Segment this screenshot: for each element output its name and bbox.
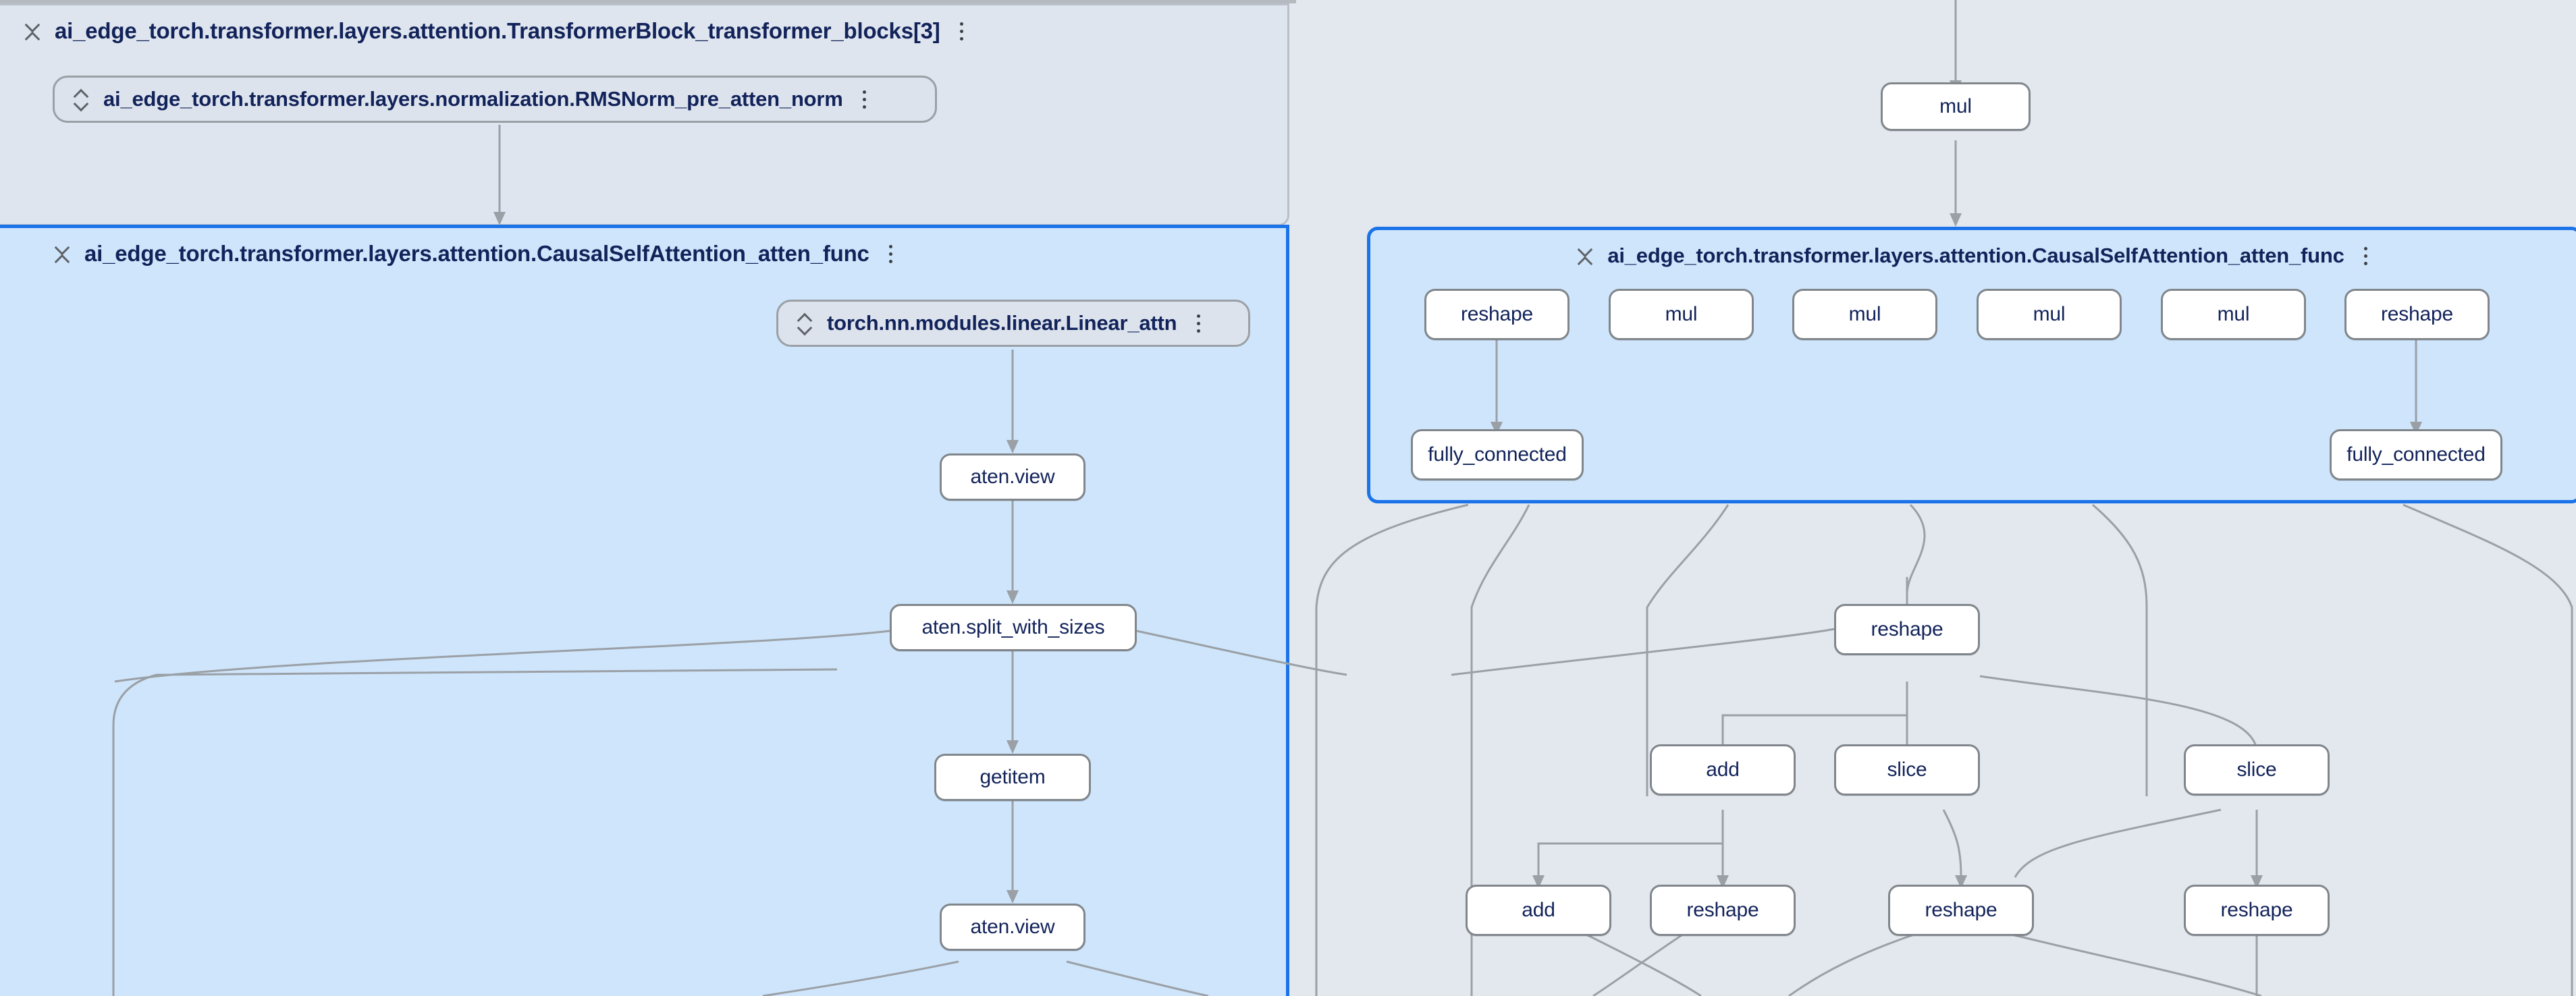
node-slice-2[interactable]: slice [2184,744,2330,796]
node-label: add [1522,899,1555,921]
node-label: reshape [2380,303,2453,325]
node-reshape-b[interactable]: reshape [2344,289,2490,340]
node-mul-top[interactable]: mul [1881,82,2031,131]
node-reshape-3[interactable]: reshape [2184,885,2330,936]
node-label: fully_connected [2346,443,2486,466]
node-fully-connected-left[interactable]: fully_connected [1411,429,1584,480]
node-label: slice [1887,758,1927,781]
node-label: aten.split_with_sizes [921,616,1105,638]
group-transformer-block-header[interactable]: ai_edge_torch.transformer.layers.attenti… [0,5,1287,57]
node-label: reshape [1871,618,1943,640]
chevron-collapse-icon[interactable] [21,17,44,45]
node-label: slice [2236,758,2277,781]
node-label: mul [2217,303,2250,325]
node-reshape-a[interactable]: reshape [1424,289,1569,340]
more-vert-icon[interactable] [855,86,874,113]
chevron-expand-icon[interactable] [70,85,92,113]
layer-linear-attn-label: torch.nn.modules.linear.Linear_attn [827,311,1177,335]
node-label: add [1706,758,1740,781]
node-label: reshape [1925,899,1997,921]
more-vert-icon[interactable] [882,240,901,267]
node-label: mul [1939,95,1972,117]
node-label: aten.view [970,916,1055,938]
node-add-2[interactable]: add [1466,885,1611,936]
group-transformer-block-title: ai_edge_torch.transformer.layers.attenti… [55,18,940,43]
node-label: reshape [1686,899,1759,921]
node-mul-4[interactable]: mul [2161,289,2306,340]
node-label: mul [1665,303,1698,325]
node-label: reshape [1460,303,1533,325]
node-label: aten.view [970,466,1055,488]
layer-linear-attn[interactable]: torch.nn.modules.linear.Linear_attn [776,300,1250,347]
more-vert-icon[interactable] [1189,310,1208,337]
node-reshape-2[interactable]: reshape [1888,885,2034,936]
group-causal-self-attention-right-header[interactable]: ai_edge_torch.transformer.layers.attenti… [1370,230,2576,281]
group-causal-self-attention-left-title: ai_edge_torch.transformer.layers.attenti… [84,241,869,266]
chevron-expand-icon[interactable] [793,309,816,337]
chevron-collapse-icon[interactable] [1574,242,1596,270]
node-reshape-mid[interactable]: reshape [1834,604,1980,655]
node-add-1[interactable]: add [1650,744,1796,796]
node-aten-view-2[interactable]: aten.view [940,904,1085,951]
chevron-collapse-icon[interactable] [51,240,74,268]
group-causal-self-attention-left-header[interactable]: ai_edge_torch.transformer.layers.attenti… [0,228,1286,279]
group-causal-self-attention-right-title: ai_edge_torch.transformer.layers.attenti… [1607,244,2344,267]
node-label: reshape [2220,899,2293,921]
more-vert-icon[interactable] [2357,242,2376,269]
node-label: getitem [980,766,1046,788]
more-vert-icon[interactable] [952,18,971,45]
node-label: mul [2033,303,2066,325]
node-mul-1[interactable]: mul [1609,289,1754,340]
window-top-divider [0,0,1296,3]
node-aten-view-1[interactable]: aten.view [940,453,1085,501]
node-fully-connected-right[interactable]: fully_connected [2330,429,2502,480]
node-label: fully_connected [1428,443,1567,466]
node-label: mul [1848,303,1881,325]
node-mul-2[interactable]: mul [1792,289,1937,340]
node-getitem[interactable]: getitem [934,754,1091,801]
layer-rmsnorm-label: ai_edge_torch.transformer.layers.normali… [103,87,843,111]
node-slice-1[interactable]: slice [1834,744,1980,796]
node-mul-3[interactable]: mul [1977,289,2122,340]
node-aten-split-with-sizes[interactable]: aten.split_with_sizes [890,604,1137,651]
layer-rmsnorm-pre-atten-norm[interactable]: ai_edge_torch.transformer.layers.normali… [53,76,937,123]
node-reshape-1[interactable]: reshape [1650,885,1796,936]
